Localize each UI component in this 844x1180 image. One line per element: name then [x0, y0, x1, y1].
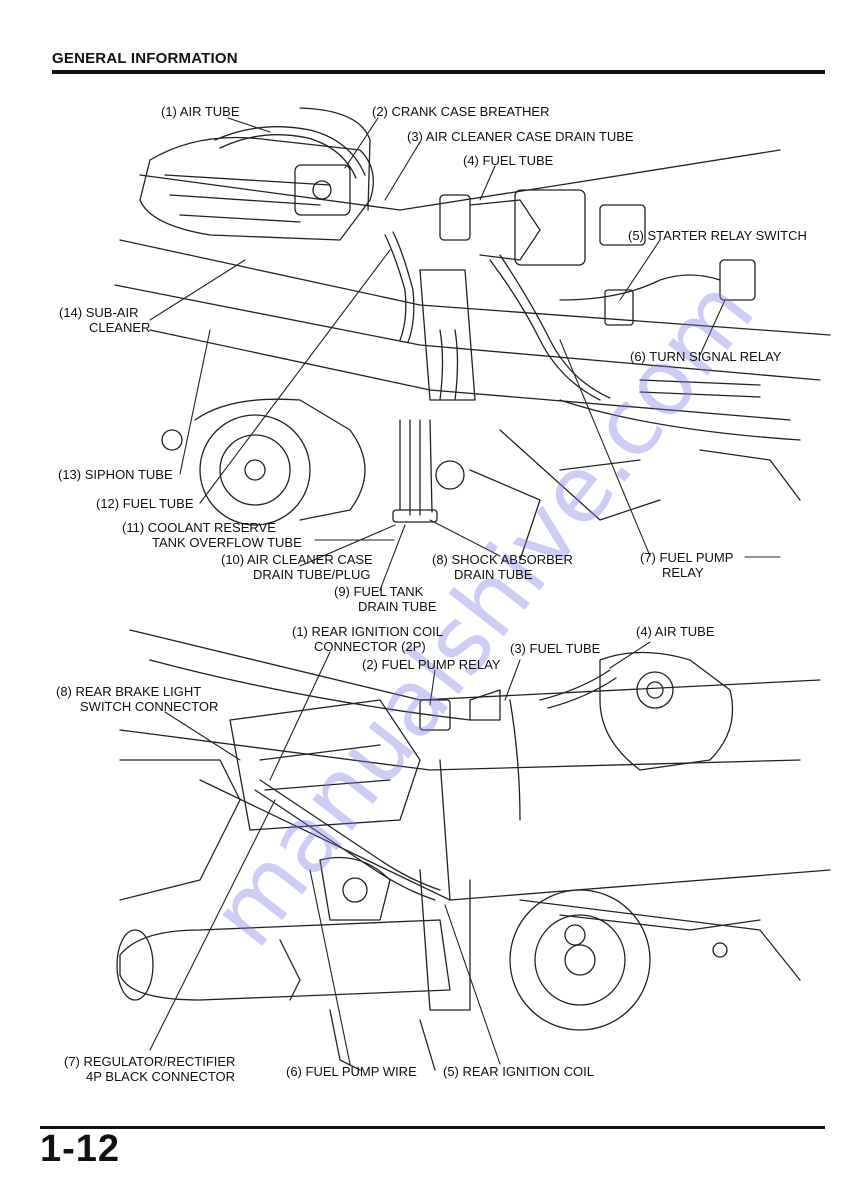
- header-rule: [52, 70, 825, 74]
- label-coolant-reserve-tank-overflow-tube: (11) COOLANT RESERVE TANK OVERFLOW TUBE: [122, 520, 302, 550]
- label-rear-ignition-coil: (5) REAR IGNITION COIL: [443, 1064, 594, 1079]
- label-fuel-tank-drain-tube: (9) FUEL TANK DRAIN TUBE: [334, 584, 437, 614]
- label-fuel-tube-12: (12) FUEL TUBE: [96, 496, 194, 511]
- label-sub-air-cleaner: (14) SUB-AIR CLEANER: [59, 305, 151, 335]
- top-leader-lines: [149, 117, 781, 591]
- label-fuel-pump-relay: (7) FUEL PUMP RELAY: [640, 550, 734, 580]
- label-fuel-tube-4: (4) FUEL TUBE: [463, 153, 554, 168]
- label-air-cleaner-case-drain-tube: (3) AIR CLEANER CASE DRAIN TUBE: [407, 129, 634, 144]
- label-air-cleaner-case-drain-tube-plug: (10) AIR CLEANER CASE DRAIN TUBE/PLUG: [221, 552, 373, 582]
- label-rear-brake-light-switch-connector: (8) REAR BRAKE LIGHT SWITCH CONNECTOR: [56, 684, 219, 714]
- footer-rule: [40, 1126, 825, 1129]
- label-rear-ignition-coil-connector: (1) REAR IGNITION COIL CONNECTOR (2P): [292, 624, 443, 654]
- label-fuel-pump-wire: (6) FUEL PUMP WIRE: [286, 1064, 417, 1079]
- label-starter-relay-switch: (5) STARTER RELAY SWITCH: [628, 228, 807, 243]
- label-fuel-pump-relay-bottom: (2) FUEL PUMP RELAY: [362, 657, 501, 672]
- label-regulator-rectifier-connector: (7) REGULATOR/RECTIFIER 4P BLACK CONNECT…: [64, 1054, 236, 1084]
- label-air-tube-bottom: (4) AIR TUBE: [636, 624, 715, 639]
- label-shock-absorber-drain-tube: (8) SHOCK ABSORBER DRAIN TUBE: [432, 552, 573, 582]
- page-number: 1-12: [40, 1128, 121, 1170]
- label-fuel-tube-bottom: (3) FUEL TUBE: [510, 641, 601, 656]
- label-siphon-tube: (13) SIPHON TUBE: [58, 467, 173, 482]
- label-turn-signal-relay: (6) TURN SIGNAL RELAY: [630, 349, 782, 364]
- bottom-leader-lines: [149, 641, 651, 1065]
- section-title: GENERAL INFORMATION: [52, 50, 238, 67]
- bottom-engine-drawing: [116, 629, 831, 1071]
- label-crank-case-breather: (2) CRANK CASE BREATHER: [372, 104, 550, 119]
- label-air-tube: (1) AIR TUBE: [161, 104, 240, 119]
